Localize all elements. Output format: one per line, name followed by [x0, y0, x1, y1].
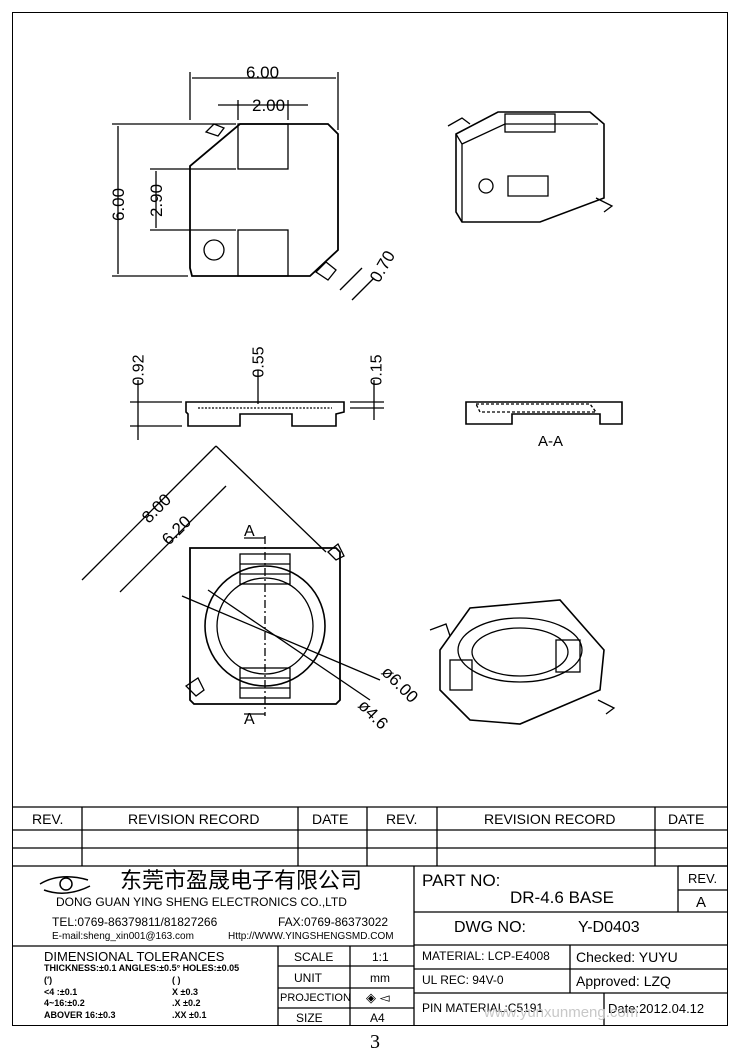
- dim-slot: 2.00: [252, 96, 286, 115]
- company-logo: [39, 876, 91, 894]
- date-header-2: DATE: [668, 811, 705, 827]
- size-label: SIZE: [296, 1011, 323, 1025]
- scale-value: 1:1: [372, 950, 389, 964]
- watermark: www.yunxunmeng.com: [484, 1004, 639, 1021]
- bottom-view: [81, 445, 381, 716]
- rev-header-2: REV.: [386, 811, 418, 827]
- part-no-label: PART NO:: [422, 871, 501, 890]
- section-view: [465, 401, 623, 425]
- part-no-value: DR-4.6 BASE: [510, 888, 614, 907]
- company-fax: FAX:0769-86373022: [278, 915, 389, 929]
- rev-value: A: [696, 894, 707, 911]
- cut-label-bottom: A: [244, 711, 255, 728]
- dim-slot-h: 2.90: [147, 183, 167, 218]
- date-header-1: DATE: [312, 811, 349, 827]
- tol-c1-1: <4 :±0.1: [44, 987, 78, 997]
- pin-material: PIN MATERIAL:C5191: [422, 1001, 544, 1015]
- company-web: Http://WWW.YINGSHENGSMD.COM: [228, 931, 394, 942]
- date-value: Date:2012.04.12: [608, 1001, 705, 1016]
- company-tel: TEL:0769-86379811/81827266: [52, 915, 218, 929]
- revision-record-header-1: REVISION RECORD: [128, 811, 260, 827]
- company-email: E-mail:sheng_xin001@163.com: [52, 931, 194, 942]
- dim-width: 6.00: [246, 63, 280, 82]
- side-view: [130, 370, 384, 440]
- iso-view-2: [429, 599, 616, 725]
- dwg-no-value: Y-D0403: [578, 919, 640, 936]
- tol-c2-0: ( ): [172, 975, 181, 985]
- checked: Checked: YUYU: [576, 949, 678, 965]
- scale-label: SCALE: [294, 950, 334, 964]
- drawing-frame: [12, 12, 728, 1026]
- dwg-no-label: DWG NO:: [454, 919, 526, 936]
- unit-label: UNIT: [294, 971, 322, 985]
- approved: Approved: LZQ: [576, 973, 671, 989]
- section-label: A-A: [538, 433, 564, 450]
- tol-c2-3: .XX ±0.1: [172, 1010, 207, 1020]
- tol-c1-2: 4~16:±0.2: [44, 998, 85, 1008]
- rev-label: REV.: [688, 871, 718, 886]
- page-number: 3: [370, 1031, 380, 1053]
- tolerance-title: DIMENSIONAL TOLERANCES: [44, 949, 225, 964]
- company-name-en: DONG GUAN YING SHENG ELECTRONICS CO.,LTD: [56, 895, 347, 909]
- dim-height: 6.00: [109, 187, 129, 222]
- size-value: A4: [370, 1011, 385, 1025]
- tol-c1-3: ABOVER 16:±0.3: [44, 1010, 116, 1020]
- dim-mid: 0.55: [250, 346, 268, 378]
- ul-rec: UL REC: 94V-0: [422, 973, 504, 987]
- tol-c1-0: (′): [44, 975, 53, 985]
- rev-header-1: REV.: [32, 811, 64, 827]
- dim-h1: 0.92: [130, 354, 148, 386]
- unit-value: mm: [370, 971, 390, 985]
- projection-label: PROJECTION: [280, 992, 351, 1004]
- tol-c2-2: .X ±0.2: [172, 998, 201, 1008]
- material: MATERIAL: LCP-E4008: [422, 949, 550, 963]
- company-name-cn: 东莞市盈晟电子有限公司: [120, 869, 363, 894]
- tol-c2-1: X ±0.3: [172, 987, 198, 997]
- revision-grid: [12, 806, 728, 1026]
- projection-symbol: ◈ ◅: [366, 990, 390, 1005]
- iso-view-1: [447, 111, 614, 223]
- top-view: [112, 72, 375, 301]
- dim-thk: 0.15: [368, 354, 386, 386]
- tolerance-line1: THICKNESS:±0.1 ANGLES:±0.5° HOLES:±0.05: [44, 963, 240, 973]
- cut-label-top: A: [244, 523, 255, 540]
- revision-record-header-2: REVISION RECORD: [484, 811, 616, 827]
